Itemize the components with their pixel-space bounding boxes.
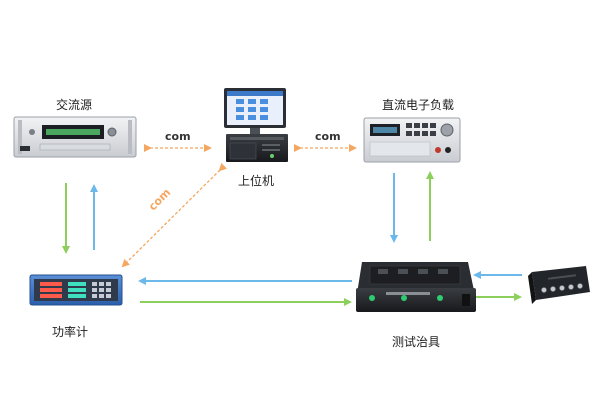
io-module-device (528, 266, 590, 304)
label-dc-load: 直流电子负载 (382, 98, 455, 112)
dc-load-device (363, 117, 461, 163)
label-power-meter: 功率计 (52, 325, 89, 339)
ac-source-device (13, 116, 137, 158)
label-host-pc: 上位机 (238, 174, 275, 188)
host-pc-device (224, 88, 288, 162)
label-ac-source: 交流源 (56, 98, 93, 112)
label-test-fixture: 测试治具 (392, 335, 441, 349)
test-fixture-device (356, 262, 476, 312)
power-meter-device (29, 274, 123, 306)
link-host-meter (121, 162, 228, 268)
com-label-ac-host: com (165, 130, 191, 143)
com-label-host-load: com (315, 130, 341, 143)
